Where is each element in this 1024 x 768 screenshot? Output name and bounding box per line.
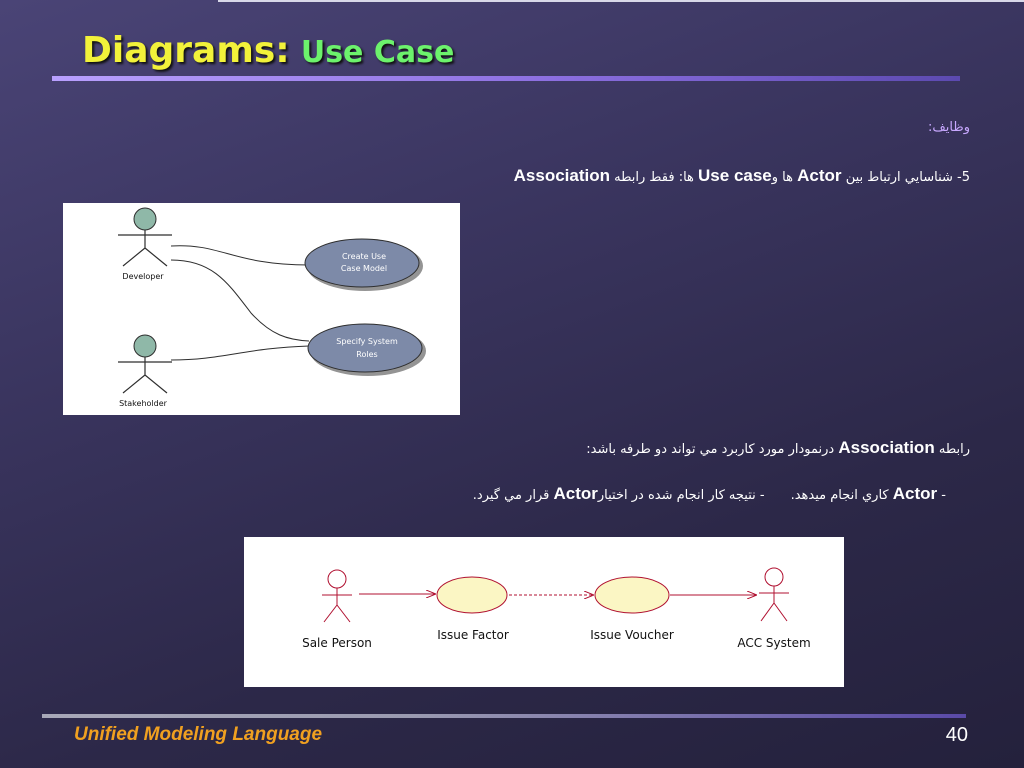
use-case-issue-voucher-label: Issue Voucher [590,628,674,642]
p2-prefix: رابطه [938,442,970,457]
p3-dash: - [941,488,946,503]
p2-suffix: درنمودار مورد كاربرد مي تواند دو طرفه با… [586,442,835,457]
use-case-1-line-1: Create Use [342,252,386,261]
actor-acc-system: ACC System [737,636,810,650]
page-title: Diagrams: Use Case [82,30,454,71]
p3-actor-1: Actor [892,484,938,503]
p1-association: Association [513,166,611,185]
section-heading: وظایف: [927,120,970,135]
use-case-issue-voucher [594,576,670,614]
actor-stakeholder: Stakeholder [119,399,168,408]
p2-association: Association [838,438,935,457]
use-case-issue-factor-label: Issue Factor [437,628,509,642]
actor-icon [759,567,789,622]
use-case-2-line-1: Specify System [336,337,398,346]
p3-actor-2: Actor [553,484,598,503]
p1-actor: Actor [797,166,842,185]
title-colon: : [275,30,290,71]
actor-sale-person: Sale Person [302,636,372,650]
use-case-1-line-2: Case Model [341,264,387,273]
footer-label: Unified Modeling Language [74,724,323,745]
use-case-create-model [304,238,420,288]
use-case-diagram-1: Developer Stakeholder Create Use Case Mo… [63,203,460,415]
page-number: 40 [945,724,968,746]
paragraph-2: رابطه Association درنمودار مورد كاربرد م… [586,438,970,458]
actor-icon [118,207,172,267]
use-case-issue-factor [436,576,508,614]
p3-end: قرار مي گيرد. [472,488,550,503]
use-case-diagram-2: Sale Person Issue Factor Issue Voucher A… [244,537,844,687]
p1-suffix: ها: فقط رابطه [614,170,694,185]
p1-prefix: 5- شناسايي ارتباط بين [845,170,970,185]
top-border [218,0,1024,2]
title-underline [52,76,960,81]
paragraph-1: 5- شناسايي ارتباط بين Actor ها وUse case… [514,166,970,186]
p1-mid: ها و [771,170,793,185]
actor-icon [118,334,172,394]
p3-mid: كاري انجام ميدهد. [790,488,889,503]
paragraph-3: - Actor كاري انجام ميدهد. - نتيجه كار انج… [473,484,946,504]
p1-usecase: Use case [698,166,772,185]
use-case-2-line-2: Roles [356,350,377,359]
p3-part2: - نتيجه كار انجام شده در اختيار [597,488,765,503]
title-main: Diagrams [82,30,276,71]
title-sub: Use Case [300,35,455,70]
use-case-specify-roles [307,323,423,373]
footer-divider [42,714,966,718]
actor-developer: Developer [122,272,164,281]
actor-icon [322,569,352,623]
